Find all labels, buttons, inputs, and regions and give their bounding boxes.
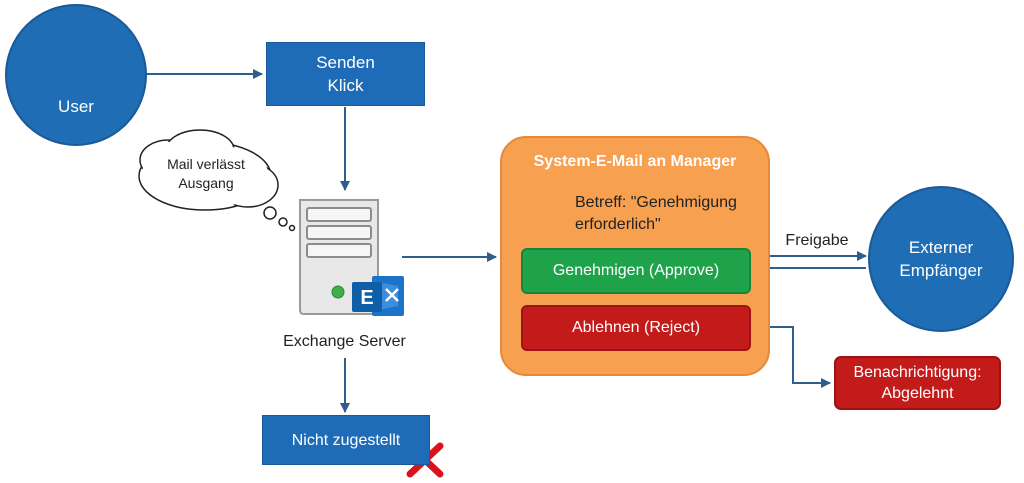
thought-bubble-large [263,206,277,220]
arrow-reject-to-notification [749,326,831,388]
exchange-logo-icon: E [352,276,404,316]
user-label: User [58,97,94,116]
exchange-server-label: Exchange Server [283,333,406,350]
external-recipient-node: Externer Empfänger [868,186,1014,332]
thought-bubble-medium [278,217,288,227]
release-label: Freigabe [785,232,849,249]
approve-label: Genehmigen (Approve) [552,262,720,279]
not-delivered-box: Nicht zugestellt [262,415,430,465]
system-mail-title: System-E-Mail an Manager [533,153,737,170]
subject-text: Betreff: "Genehmigung erforderlich" [575,194,737,233]
svg-text:E: E [360,287,373,309]
reject-button[interactable]: Ablehnen (Reject) [521,305,751,351]
external-recipient-label: Externer Empfänger [899,238,983,280]
notification-rejected-box: Benachrichtigung: Abgelehnt [834,356,1001,410]
notification-rejected-label: Benachrichtigung: Abgelehnt [853,364,982,402]
send-click-label: Senden Klick [316,53,375,95]
system-mail-panel: System-E-Mail an Manager Betreff: "Geneh… [500,136,770,376]
not-delivered-label: Nicht zugestellt [291,431,401,449]
approve-button[interactable]: Genehmigen (Approve) [521,248,751,294]
thought-bubble-small [288,224,296,232]
user-node: User [5,4,147,146]
reject-label: Ablehnen (Reject) [571,319,701,336]
thought-cloud-fill [141,132,276,208]
thought-text: Mail verlässt Ausgang [167,156,245,191]
send-click-box: Senden Klick [266,42,425,106]
